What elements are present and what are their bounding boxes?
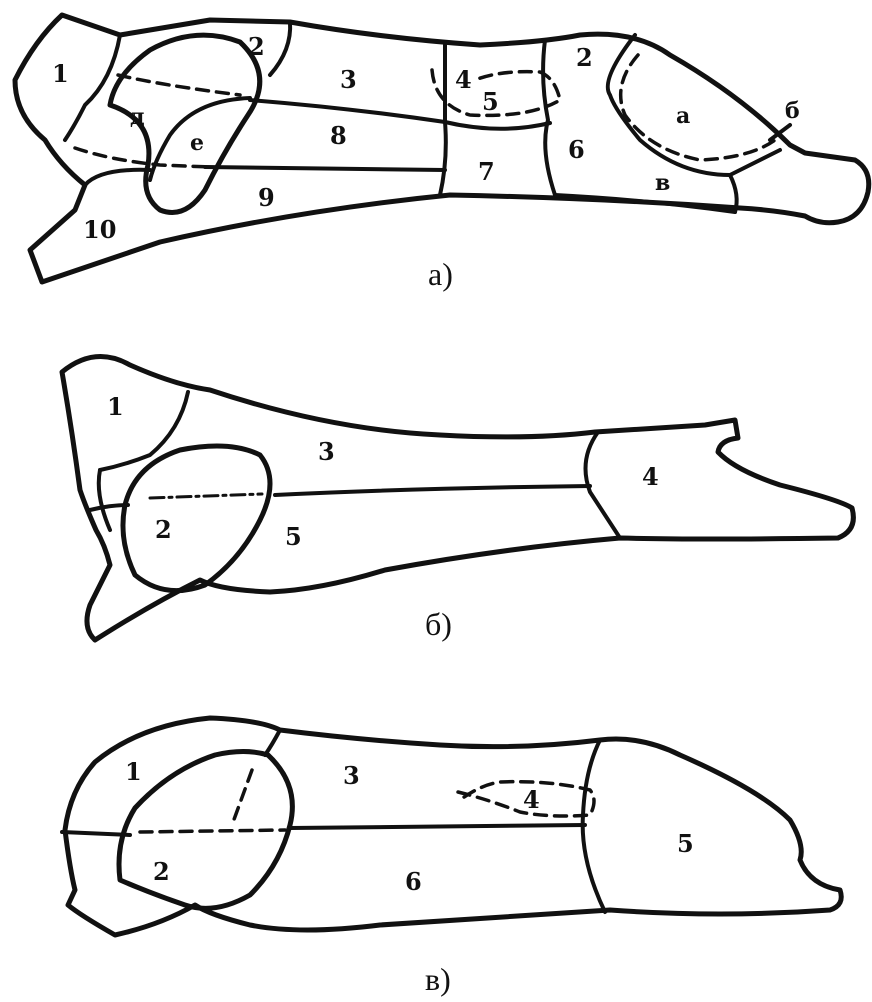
label-a-d: д — [130, 104, 145, 130]
diagram-a — [15, 15, 869, 282]
label-v-6: 6 — [405, 867, 422, 896]
diagram-a-cut-4-bottom — [445, 122, 550, 129]
label-a-5: 5 — [482, 87, 499, 116]
label-a-9: 9 — [258, 183, 275, 212]
label-a-1: 1 — [52, 59, 69, 88]
diagram-v-cut-1-3 — [265, 730, 280, 755]
diagram-v-dashed-shoulder — [140, 770, 285, 832]
label-a-2-left: 2 — [248, 32, 265, 61]
label-a-7: 7 — [478, 157, 495, 186]
diagram-b — [62, 356, 853, 640]
label-a-10: 10 — [83, 215, 116, 244]
caption-v: в) — [425, 961, 451, 997]
caption-a: а) — [428, 256, 453, 292]
label-v-5: 5 — [677, 829, 694, 858]
label-a-2-right: 2 — [576, 43, 593, 72]
diagram-v-cut-left-horizontal — [62, 832, 130, 835]
diagram-a-cut-8-9 — [205, 167, 445, 170]
diagram-a-cut-3-8 — [250, 100, 445, 122]
label-a-e: е — [190, 130, 204, 156]
diagram-b-dashdot — [150, 494, 262, 498]
label-v-2: 2 — [153, 857, 170, 886]
label-a-3: 3 — [340, 65, 357, 94]
label-a-6: 6 — [568, 135, 585, 164]
caption-b: б) — [425, 606, 452, 642]
label-b-1: 1 — [107, 392, 124, 421]
label-a-4: 4 — [455, 65, 472, 94]
label-a-8: 8 — [330, 121, 347, 150]
label-v-1: 1 — [125, 757, 142, 786]
label-a-a: а — [676, 103, 690, 129]
diagram-v — [62, 718, 841, 935]
label-a-b: б — [785, 98, 800, 124]
label-b-3: 3 — [318, 437, 335, 466]
diagram-a-labels: 1 2 3 4 5 2 а б д е 8 7 6 10 9 в а) — [52, 32, 800, 292]
diagram-a-cut-rear-top — [608, 35, 780, 175]
diagram-a-cut-2-right — [543, 40, 555, 195]
label-v-3: 3 — [343, 761, 360, 790]
diagram-b-shoulder-oval — [123, 446, 270, 591]
label-b-2: 2 — [155, 515, 172, 544]
diagram-b-cut-3-5 — [275, 486, 590, 495]
diagram-v-labels: 1 3 4 5 2 6 в) — [125, 757, 694, 997]
label-a-v: в — [655, 170, 670, 196]
diagram-a-cut-2-left — [270, 22, 290, 75]
label-b-5: 5 — [285, 522, 302, 551]
label-v-4: 4 — [523, 785, 540, 814]
label-b-4: 4 — [642, 462, 659, 491]
diagram-v-cut-3-6 — [290, 825, 585, 828]
